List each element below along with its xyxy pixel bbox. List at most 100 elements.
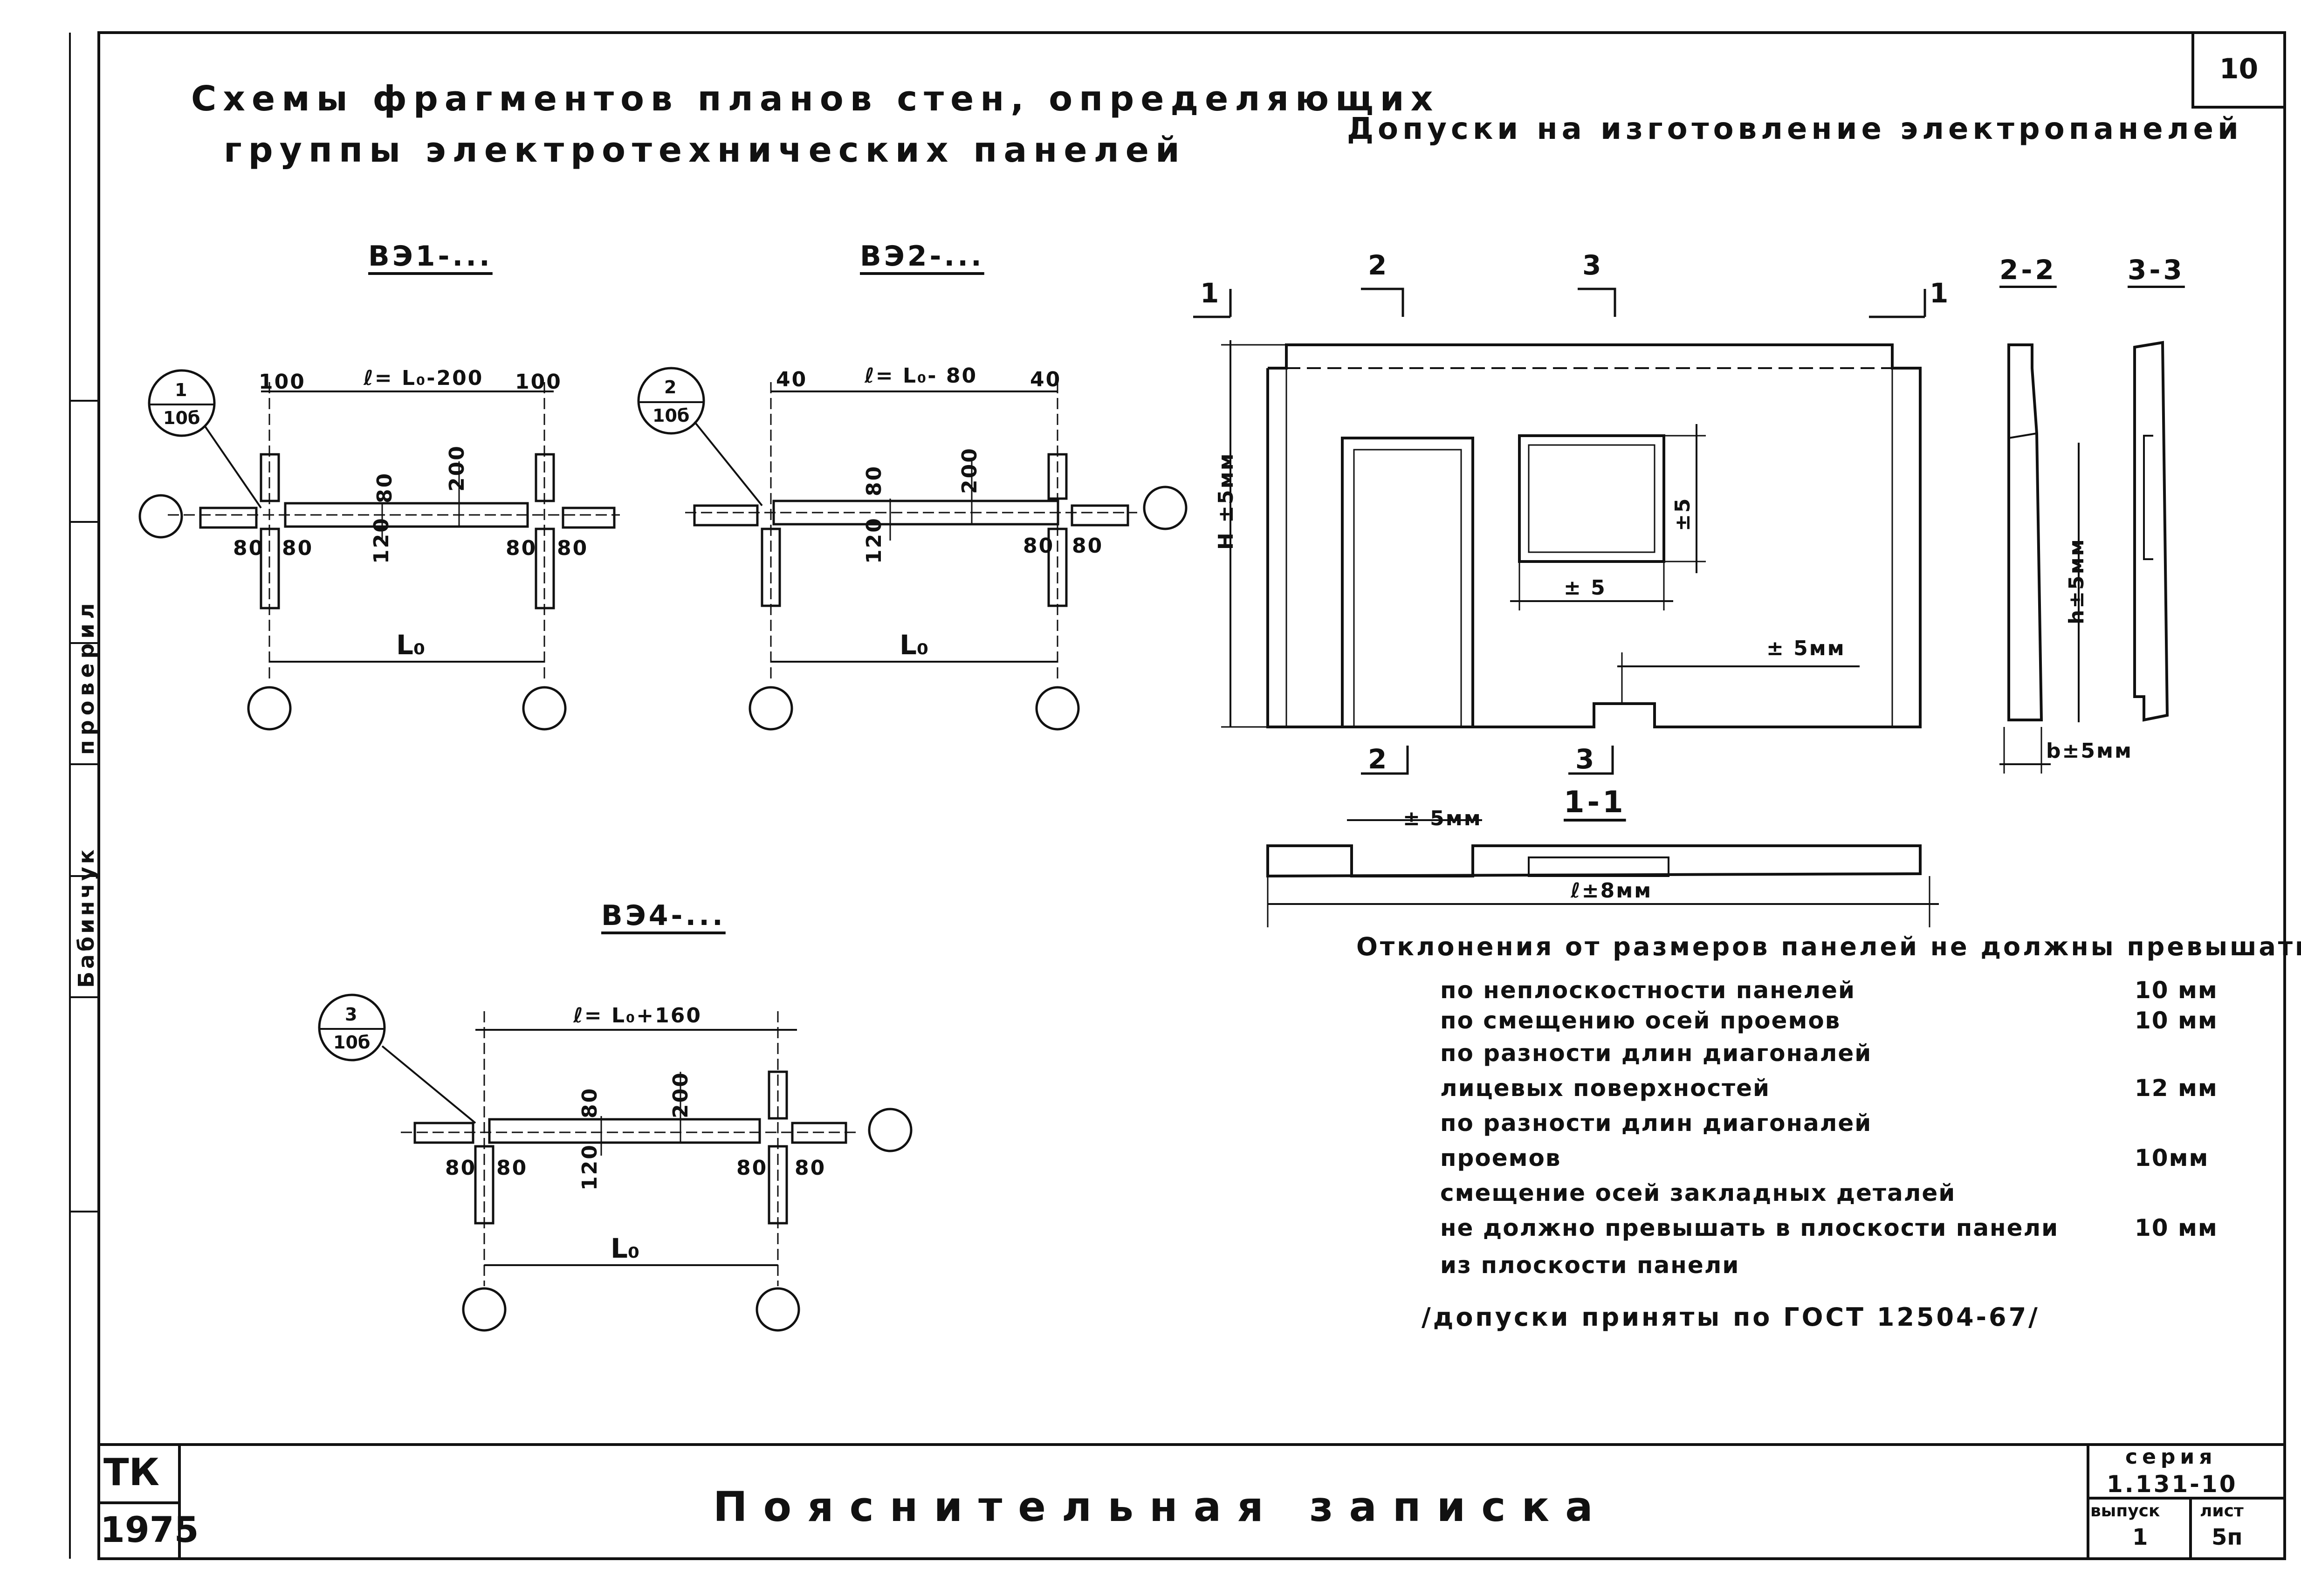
deviation-value: 10 мм [2135, 977, 2218, 1004]
wall-segment [199, 507, 258, 529]
dim-80a: 80 [445, 1156, 477, 1180]
side-stamp-name: Бабинчук [74, 846, 99, 988]
callout-top: 2 [664, 377, 677, 397]
dim-right: 40 [1030, 368, 1062, 391]
left-title-line2: группы электротехнических панелей [224, 130, 1186, 170]
axis-marker [1143, 486, 1188, 530]
dim-80d: 80 [1072, 534, 1104, 558]
dim-120: 120 [862, 517, 886, 564]
dim-height: H ±5мм [1214, 452, 1238, 550]
scheme-ve1 [138, 369, 620, 731]
sheet-label: лист [2200, 1501, 2244, 1521]
dim-center: ℓ= L₀- 80 [865, 364, 978, 388]
dim-L0: L₀ [611, 1233, 640, 1264]
dim-80c: 80 [1023, 534, 1055, 558]
dim-window-height: ±5 [1671, 497, 1695, 531]
dim-200: 200 [669, 1071, 693, 1118]
section-mark-2: 2 [1368, 249, 1387, 281]
callout-top: 3 [345, 1004, 357, 1025]
axis-marker [138, 494, 183, 539]
dim-80d: 80 [557, 536, 589, 560]
electro-panel [488, 1118, 761, 1144]
axis-marker [462, 1287, 507, 1332]
dim-200: 200 [958, 447, 982, 494]
deviation-row: не должно превышать в плоскости панели [1440, 1214, 2059, 1241]
dim-80d: 80 [795, 1156, 826, 1180]
wall-segment [1047, 453, 1068, 500]
dim-left: 40 [776, 368, 808, 391]
callout-circle [637, 367, 705, 435]
section-3-3-label: 3-3 [2128, 254, 2185, 286]
sheet-number: 10 [2219, 53, 2259, 85]
scheme-label: ВЭ2-... [860, 240, 984, 273]
callout-circle [318, 993, 386, 1062]
callout-circle [148, 369, 216, 437]
dim-120: 120 [370, 517, 393, 564]
section-1-1-label: 1-1 [1564, 785, 1626, 820]
deviation-row: проемов [1440, 1144, 1561, 1171]
dim-L0: L₀ [900, 629, 929, 661]
dim-center: ℓ= L₀+160 [573, 1004, 702, 1027]
axis-marker [749, 686, 793, 731]
dim-1-1-top: ± 5мм [1403, 807, 1482, 830]
axis-marker [868, 1108, 913, 1152]
dim-1-1-length: ℓ±8мм [1571, 879, 1653, 903]
deviation-row: по разности длин диагоналей [1440, 1040, 1872, 1067]
section-2-2-label: 2-2 [1999, 254, 2057, 286]
deviation-row: лицевых поверхностей [1440, 1075, 1771, 1102]
scheme-label: ВЭ4-... [601, 899, 726, 932]
deviation-row: смещение осей закладных деталей [1440, 1179, 1956, 1206]
section-3-3 [2133, 341, 2169, 722]
deviation-value: 10 мм [2135, 1007, 2218, 1034]
side-stamp-checked: проверил [74, 598, 99, 755]
tolerance-note: /допуски приняты по ГОСТ 12504-67/ [1422, 1302, 2040, 1332]
axis-marker [1035, 686, 1080, 731]
section-mark-1-right: 1 [1930, 277, 1949, 309]
dim-80c: 80 [506, 536, 537, 560]
stamp-year: 1975 [100, 1509, 199, 1550]
section-mark-1-left: 1 [1200, 277, 1219, 309]
issue-value: 1 [2132, 1524, 2148, 1550]
deviation-row: по разности длин диагоналей [1440, 1110, 1872, 1137]
stamp-tk: ТК [103, 1451, 159, 1494]
dim-80b: 80 [282, 536, 314, 560]
wall-segment [693, 504, 759, 527]
dim-80: 80 [373, 472, 397, 503]
section-1-1 [1266, 819, 1939, 927]
dim-notch: ± 5мм [1766, 637, 1846, 660]
dim-b-section: b±5мм [2046, 739, 2133, 763]
series-label: серия [2125, 1445, 2217, 1469]
deviation-value: 12 мм [2135, 1075, 2218, 1102]
deviation-value: 10 мм [2135, 1214, 2218, 1241]
door-opening [1341, 437, 1474, 728]
deviations-heading: Отклонения от размеров панелей не должны… [1356, 932, 2301, 961]
dim-80: 80 [862, 465, 886, 496]
right-title: Допуски на изготовление электропанелей [1347, 112, 2243, 146]
scheme-ve4 [318, 993, 913, 1332]
section-mark-3: 3 [1582, 249, 1601, 281]
panel-elevation [1193, 288, 1926, 775]
dim-120: 120 [578, 1144, 602, 1191]
dim-200: 200 [445, 445, 469, 492]
dim-80a: 80 [233, 536, 265, 560]
deviation-row: по неплоскостности панелей [1440, 977, 1856, 1004]
deviation-row: по смещению осей проемов [1440, 1007, 1841, 1034]
window-opening [1518, 434, 1665, 563]
scheme-label: ВЭ1-... [368, 240, 493, 273]
axis-marker [756, 1287, 800, 1332]
scheme-ve2 [637, 367, 1188, 731]
section-mark-3-bottom: 3 [1575, 743, 1594, 775]
dim-80c: 80 [736, 1156, 768, 1180]
sheet-value: 5п [2212, 1524, 2243, 1550]
dim-80b: 80 [496, 1156, 528, 1180]
sheet-title: Пояснительная записка [713, 1483, 1609, 1531]
callout-bottom: 10б [163, 408, 200, 428]
deviation-value: 10мм [2135, 1144, 2209, 1171]
issue-label: выпуск [2090, 1501, 2160, 1521]
dim-80: 80 [578, 1087, 602, 1118]
wall-segment [768, 1070, 788, 1120]
wall-segment [1071, 504, 1129, 527]
dim-left: 100 [259, 370, 306, 394]
